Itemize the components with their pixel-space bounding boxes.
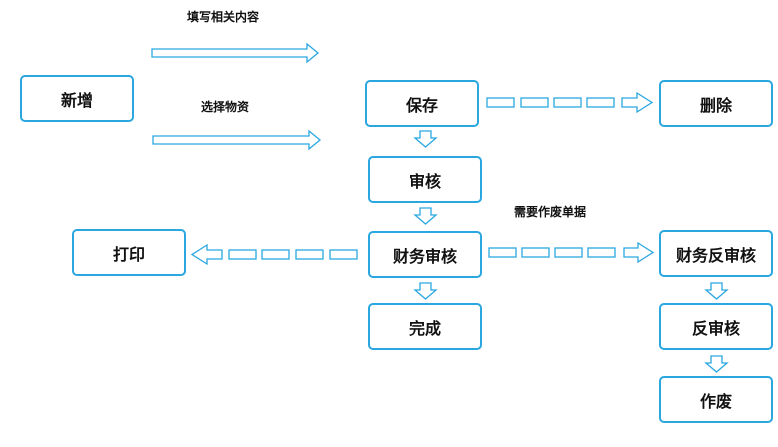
node-print: 打印 [72,229,186,276]
node-save: 保存 [365,80,479,127]
node-finance-audit: 财务审核 [368,231,482,278]
down-arrow-save-to-audit [413,130,438,148]
node-delete: 删除 [659,80,773,127]
down-arrow-finance-to-complete [413,282,438,300]
node-add: 新增 [20,75,134,122]
node-audit: 审核 [368,156,482,203]
arrow-select-material [152,129,322,151]
node-void: 作废 [659,376,773,423]
down-arrow-audit-to-finance [413,207,438,225]
dashed-arrow-save-to-delete [486,91,654,114]
node-complete: 完成 [368,303,482,350]
dashed-arrow-finance-to-print [190,243,358,266]
node-finance-reverse-audit: 财务反审核 [659,230,773,277]
dashed-arrow-finance-to-reverse [488,241,655,264]
label-void-document-needed: 需要作废单据 [514,205,587,219]
down-arrow-reverse-finance-to-reverse [704,282,729,300]
down-arrow-reverse-to-void [704,355,729,373]
label-select-material: 选择物资 [201,100,250,114]
arrow-fill-content [151,42,320,64]
node-reverse-audit: 反审核 [659,303,773,350]
label-fill-content: 填写相关内容 [187,10,260,24]
